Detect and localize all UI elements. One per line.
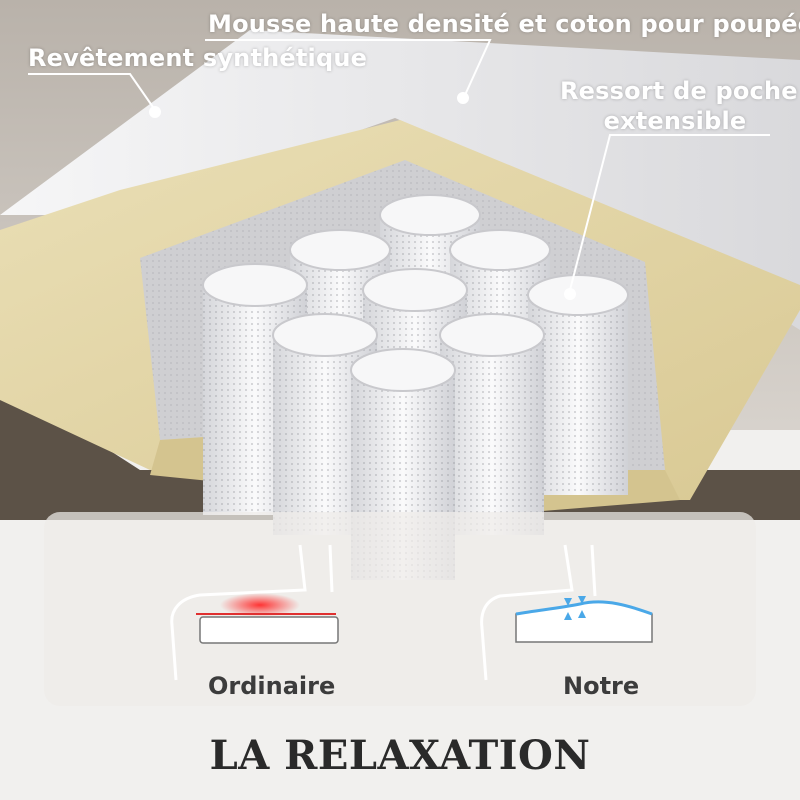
foam-pointer [205, 39, 492, 96]
synthetic-cover-label: Revêtement synthétique [28, 44, 368, 72]
callout-pointers [28, 39, 770, 300]
pocket-springs [202, 194, 629, 580]
pocket-spring-label: Ressort de poche extensible [560, 76, 798, 136]
foam-label: Mousse haute densité et coton pour poupé… [208, 10, 800, 38]
ordinary-label: Ordinaire [208, 672, 336, 700]
spring-pointer [569, 134, 770, 291]
page-title: LA RELAXATION [209, 732, 591, 779]
cover-surface [0, 30, 800, 330]
pocket-spring-label-line1: Ressort de poche [560, 77, 798, 105]
spring-coil [527, 274, 629, 495]
pocket-spring-label-line2: extensible [603, 107, 747, 135]
spring-coil [439, 313, 545, 535]
ours-label: Notre [563, 672, 640, 700]
synthetic-cover-pointer [28, 73, 156, 111]
comparison-panel [44, 512, 756, 706]
